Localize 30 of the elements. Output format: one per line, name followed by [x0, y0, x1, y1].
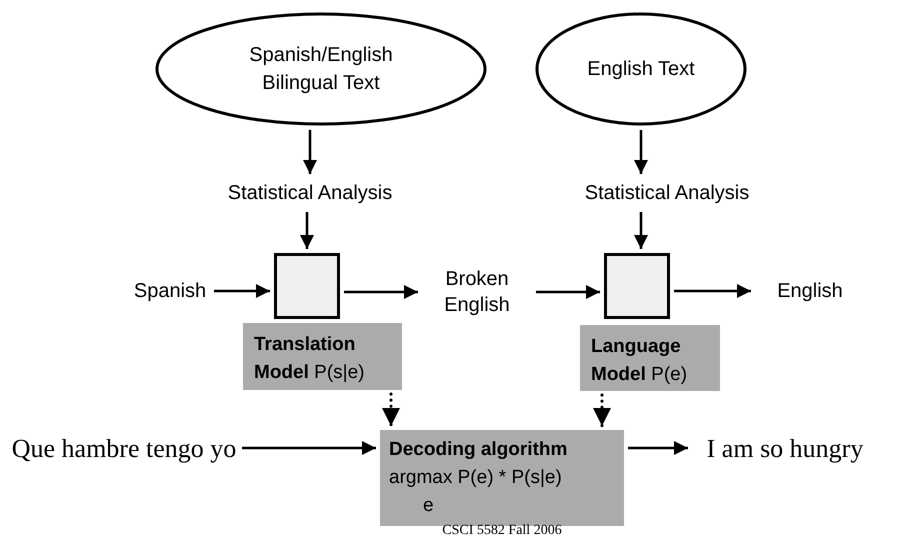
process-box: [604, 253, 670, 319]
arrow: [242, 441, 376, 455]
node-text: Broken English: [422, 266, 532, 318]
arrow: [674, 284, 751, 298]
arrow: [344, 285, 418, 299]
node-text: argmax P(e) * P(s|e): [389, 466, 563, 490]
arrow: [300, 212, 314, 249]
node-text: Spanish: [130, 276, 210, 306]
arrow: [593, 394, 611, 428]
arrow: [536, 285, 600, 299]
node-text: English: [755, 276, 865, 306]
arrow: [634, 212, 648, 249]
node-text: Decoding algorithm: [389, 438, 568, 462]
model-box: Translation Model P(s|e): [243, 323, 402, 390]
arrow: [634, 130, 648, 174]
process-box: [274, 253, 340, 319]
arrow: [382, 392, 400, 428]
node-text: Statistical Analysis: [562, 178, 772, 208]
arrow: [628, 441, 688, 455]
arrow: [303, 130, 317, 174]
node-text: English Text: [586, 57, 696, 82]
model-box: Language Model P(e): [580, 325, 720, 391]
sentence-text: I am so hungry: [692, 430, 878, 466]
footer-note: CSCI 5582 Fall 2006: [441, 522, 563, 540]
sentence-text: Que hambre tengo yo: [10, 430, 238, 466]
node-text: Spanish/English Bilingual Text: [248, 43, 394, 96]
arrow: [214, 284, 270, 298]
node-text: Statistical Analysis: [205, 178, 415, 208]
node-text: e: [422, 494, 435, 518]
decoding-box: [380, 430, 624, 526]
